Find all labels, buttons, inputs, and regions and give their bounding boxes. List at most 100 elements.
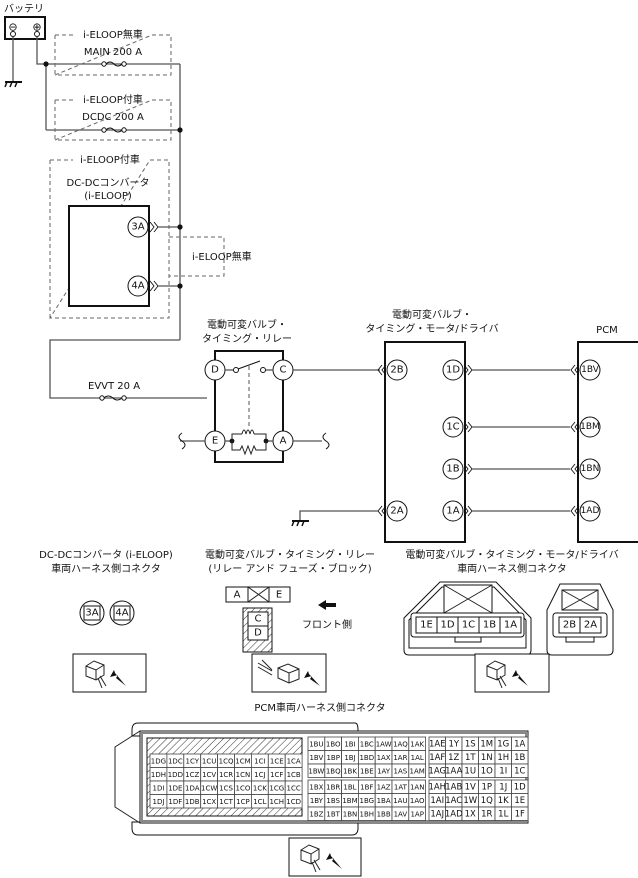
- fuse-dcdc-group-label: i-ELOOP付車: [83, 93, 143, 106]
- pin-3a-label: 3A: [131, 222, 144, 233]
- pcm-terminal-1r: 1R: [481, 809, 492, 819]
- pcm-terminal-1bm: 1BM: [342, 797, 357, 805]
- wire-break-right-icon: [322, 432, 330, 450]
- pcm-terminal-1ad: 1AD: [445, 809, 463, 819]
- pcm-terminal-1bv: 1BV: [309, 754, 323, 762]
- fuse-main-icon: [101, 61, 127, 67]
- pcm-terminal-1ax: 1AX: [377, 754, 391, 762]
- connector-driver-pin-1e: 1E: [420, 620, 433, 631]
- pcm-terminal-1d: 1D: [514, 782, 526, 792]
- pcm-pin: 1BV: [570, 359, 601, 381]
- ground-icon-driver: [291, 520, 309, 527]
- pcm-terminal-1bp: 1BP: [326, 754, 339, 762]
- pcm-terminal-1di: 1DI: [152, 784, 164, 792]
- pcm-terminal-1aw: 1AW: [376, 740, 392, 748]
- connector-view-icon-dcdc: [72, 653, 147, 693]
- relay-coil-icon: [225, 429, 273, 456]
- pcm-terminal-1bu: 1BU: [309, 740, 323, 748]
- pcm-terminal-1ag: 1AG: [428, 766, 446, 776]
- connector-driver-pin-1c: 1C: [462, 620, 475, 631]
- pcm-terminal-1ak: 1AK: [410, 740, 424, 748]
- pcm-terminal-1by: 1BY: [310, 797, 324, 805]
- driver-pin-1d: 1D: [442, 359, 570, 381]
- fuse-main-group-label: i-ELOOP無車: [83, 28, 143, 41]
- fuse-dcdc-label: DCDC 200 A: [82, 112, 144, 123]
- pcm-terminal-1t: 1T: [465, 753, 476, 763]
- pcm-title: PCM: [596, 325, 618, 336]
- pcm-terminal-1cc: 1CC: [287, 784, 301, 792]
- pcm-terminal-1v: 1V: [465, 782, 476, 792]
- connector-driver-pin-1d: 1D: [440, 620, 454, 631]
- dcdc-title-line2: (i-ELOOP): [84, 191, 132, 202]
- pcm-terminal-1ch: 1CH: [269, 798, 284, 806]
- pcm-pin-label: 1BV: [581, 365, 600, 375]
- pcm-terminal-1bl: 1BL: [343, 783, 356, 791]
- fuse-evvt-label: EVVT 20 A: [88, 381, 140, 392]
- relay-pin-e: E: [212, 436, 218, 447]
- pcm-terminal-1k: 1K: [498, 796, 509, 806]
- driver-pin-2a: 2A: [390, 506, 403, 517]
- connector-relay-pin-d: D: [254, 628, 262, 639]
- pcm-terminal-1bx: 1BX: [309, 783, 323, 791]
- pcm-terminal-1da: 1DA: [185, 784, 200, 792]
- pcm-terminal-1cq: 1CQ: [219, 757, 234, 765]
- pcm-terminal-1dh: 1DH: [151, 771, 166, 779]
- connector-driver-title-line1: 電動可変バルブ・タイミング・モータ/ドライバ: [405, 548, 618, 561]
- connector-dcdc-title-line1: DC-DCコンバータ (i-ELOOP): [39, 549, 173, 561]
- pcm-terminal-1s: 1S: [465, 739, 476, 749]
- dcdc-bypass-label: i-ELOOP無車: [192, 250, 252, 263]
- pcm-pin-label: 1BM: [580, 422, 600, 432]
- pcm-terminal-1cl: 1CL: [253, 798, 266, 806]
- pcm-terminal-1bq: 1BQ: [326, 767, 341, 775]
- fuse-evvt-icon: [103, 395, 123, 401]
- pcm-terminal-1ar: 1AR: [393, 754, 407, 762]
- pcm-terminal-1i: 1I: [499, 766, 507, 776]
- pcm-terminal-1cf: 1CF: [270, 771, 283, 779]
- pcm-terminal-cell: [408, 806, 426, 821]
- connector-pcm-title: PCM車両ハーネス側コネクタ: [254, 701, 385, 714]
- pcm-terminal-1u: 1U: [464, 766, 476, 776]
- pcm-terminal-1g: 1G: [497, 739, 509, 749]
- driver-title-line1: 電動可変バルブ・: [392, 308, 472, 321]
- pcm-terminal-1be: 1BE: [360, 767, 374, 775]
- connector-relay-front-label: フロント側: [302, 618, 352, 631]
- connector-dcdc-pin-3a: 3A: [85, 608, 98, 619]
- pcm-terminal-1cx: 1CX: [202, 798, 216, 806]
- pcm-terminal-1co: 1CO: [236, 784, 251, 792]
- pcm-terminal-1bs: 1BS: [326, 797, 340, 805]
- pcm-terminal-cell: [284, 794, 303, 809]
- pcm-terminal-1af: 1AF: [429, 753, 445, 763]
- connector-driver-sub-pin-cell: [579, 616, 602, 634]
- pcm-terminal-1br: 1BR: [326, 783, 340, 791]
- pcm-terminal-1q: 1Q: [481, 796, 493, 806]
- pcm-terminal-1bt: 1BT: [326, 810, 340, 818]
- connector-dcdc: DC-DCコンバータ (i-ELOOP) 車両ハーネス側コネクタ 3A 4A: [39, 549, 173, 693]
- pcm-terminal-1db: 1DB: [185, 798, 200, 806]
- pcm-terminal-1ci: 1CI: [254, 757, 265, 765]
- pcm-terminal-1bn: 1BN: [343, 810, 358, 818]
- connector-view-icon-pcm: [288, 837, 362, 877]
- dcdc-title-line1: DC-DCコンバータ: [67, 177, 150, 189]
- wire-break-left-icon: [178, 432, 186, 450]
- pcm-terminal-1aq: 1AQ: [393, 740, 408, 748]
- pcm-terminal-1bg: 1BG: [360, 797, 375, 805]
- pcm-terminal-1dd: 1DD: [168, 771, 183, 779]
- connector-driver-pin-cell: [499, 616, 522, 634]
- pcm-terminal-1cp: 1CP: [236, 798, 250, 806]
- pcm-terminal-1at: 1AT: [394, 783, 408, 791]
- pcm-terminal-1bk: 1BK: [343, 767, 357, 775]
- pcm-terminal-1z: 1Z: [448, 753, 459, 763]
- connector-driver-pin-1b: 1B: [483, 620, 496, 631]
- pcm-terminal-cell: [511, 763, 529, 778]
- battery-negative-icon: ⊖: [8, 21, 17, 34]
- pcm-terminal-1ac: 1AC: [445, 796, 462, 806]
- pcm-terminal-1cj: 1CJ: [254, 771, 265, 779]
- connector-relay: 電動可変バルブ・タイミング・リレー (リレー アンド フューズ・ブロック) A …: [205, 548, 375, 693]
- pcm-terminal-1cg: 1CG: [269, 784, 284, 792]
- dcdc-bypass-group: i-ELOOP無車: [169, 236, 252, 277]
- fuse-main-label: MAIN 200 A: [84, 47, 142, 58]
- dcdc-group-label: i-ELOOP付車: [80, 153, 140, 166]
- driver-pin-label: 1D: [446, 365, 460, 376]
